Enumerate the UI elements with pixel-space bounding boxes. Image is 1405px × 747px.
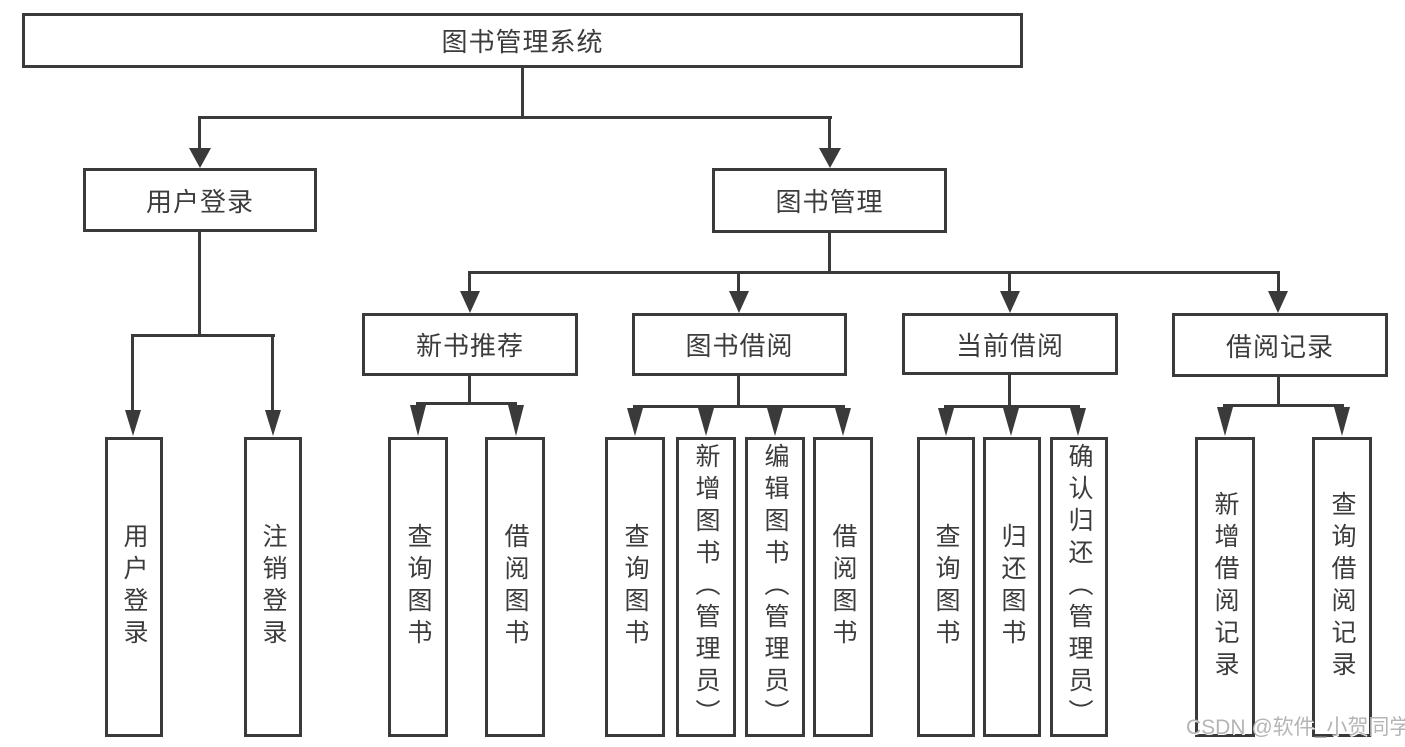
node-book-borrowing-label: 图书借阅 — [685, 331, 794, 361]
leaf-query-books-current-label: 查询图书 — [932, 523, 960, 651]
arrow-down-icon — [1334, 407, 1350, 436]
node-new-book-recommendation-label: 新书推荐 — [415, 331, 524, 361]
arrow-down-icon — [767, 408, 783, 436]
leaf-query-books-recommend: 查询图书 — [388, 437, 448, 737]
connector-line — [737, 376, 740, 407]
leaf-user-login-label: 用户登录 — [120, 523, 148, 651]
node-user-login-label: 用户登录 — [145, 186, 254, 217]
node-library-management-system: 图书管理系统 — [22, 13, 1023, 68]
arrow-down-icon — [125, 410, 141, 436]
leaf-user-login: 用户登录 — [105, 437, 163, 737]
node-book-management-label: 图书管理 — [775, 187, 884, 217]
leaf-return-books-label: 归还图书 — [998, 523, 1026, 651]
arrow-down-icon — [189, 148, 211, 168]
connector-line — [416, 402, 517, 405]
connector-line — [1277, 272, 1280, 292]
arrow-down-icon — [410, 405, 426, 436]
leaf-borrow-books-recommend-label: 借阅图书 — [501, 523, 529, 651]
arrow-down-icon — [819, 148, 841, 168]
connector-line — [828, 117, 831, 150]
arrow-down-icon — [265, 410, 281, 436]
connector-line — [1223, 404, 1344, 407]
connector-line — [737, 272, 740, 292]
leaf-add-borrow-record: 新增借阅记录 — [1195, 437, 1255, 737]
node-new-book-recommendation: 新书推荐 — [362, 313, 578, 376]
arrow-down-icon — [835, 408, 851, 436]
node-current-borrowing-label: 当前借阅 — [955, 330, 1064, 361]
connector-line — [198, 116, 832, 119]
leaf-logout-label: 注销登录 — [259, 523, 287, 651]
leaf-logout: 注销登录 — [244, 437, 302, 737]
leaf-query-books-recommend-label: 查询图书 — [404, 523, 432, 651]
node-borrowing-records-label: 借阅记录 — [1225, 331, 1334, 362]
connector-line — [521, 68, 524, 118]
leaf-query-books-borrow: 查询图书 — [605, 437, 665, 737]
connector-line — [468, 376, 471, 404]
connector-line — [468, 271, 1280, 274]
arrow-down-icon — [627, 408, 643, 436]
leaf-add-books-admin: 新增图书（管理员） — [676, 437, 736, 737]
connector-line — [828, 233, 831, 273]
arrow-down-icon — [1003, 408, 1019, 436]
leaf-confirm-return-admin-label: 确认归还（管理员） — [1065, 443, 1093, 731]
node-book-management: 图书管理 — [712, 168, 947, 233]
arrow-down-icon — [729, 291, 749, 313]
connector-line — [1008, 375, 1011, 407]
node-user-login: 用户登录 — [83, 168, 317, 232]
connector-line — [198, 117, 201, 150]
connector-line — [198, 232, 201, 336]
arrow-down-icon — [508, 405, 524, 436]
arrow-down-icon — [1217, 407, 1233, 436]
node-current-borrowing: 当前借阅 — [902, 313, 1118, 375]
arrow-down-icon — [1000, 291, 1020, 313]
leaf-borrow-books: 借阅图书 — [813, 437, 873, 737]
connector-line — [131, 335, 134, 411]
leaf-borrow-books-recommend: 借阅图书 — [485, 437, 545, 737]
connector-line — [271, 335, 274, 411]
arrow-down-icon — [1268, 291, 1288, 313]
leaf-query-books-borrow-label: 查询图书 — [621, 523, 649, 651]
leaf-edit-books-admin-label: 编辑图书（管理员） — [761, 443, 789, 731]
leaf-confirm-return-admin: 确认归还（管理员） — [1050, 437, 1108, 737]
leaf-query-borrow-record-label: 查询借阅记录 — [1328, 491, 1356, 683]
leaf-return-books: 归还图书 — [983, 437, 1041, 737]
leaf-query-borrow-record: 查询借阅记录 — [1312, 437, 1372, 737]
connector-line — [1277, 377, 1280, 406]
connector-line — [1008, 272, 1011, 292]
leaf-add-borrow-record-label: 新增借阅记录 — [1211, 491, 1239, 683]
arrow-down-icon — [698, 408, 714, 436]
leaf-add-books-admin-label: 新增图书（管理员） — [692, 443, 720, 731]
connector-line — [468, 272, 471, 292]
node-library-management-system-label: 图书管理系统 — [441, 27, 604, 57]
arrow-down-icon — [938, 408, 954, 436]
node-book-borrowing: 图书借阅 — [632, 313, 847, 376]
connector-line — [633, 405, 845, 408]
arrow-down-icon — [1070, 408, 1086, 436]
csdn-watermark: CSDN @软件_小贺同学 — [1186, 716, 1405, 739]
arrow-down-icon — [460, 291, 480, 313]
leaf-borrow-books-label: 借阅图书 — [829, 523, 857, 651]
connector-line — [131, 334, 275, 337]
leaf-query-books-current: 查询图书 — [917, 437, 975, 737]
leaf-edit-books-admin: 编辑图书（管理员） — [745, 437, 805, 737]
node-borrowing-records: 借阅记录 — [1172, 313, 1388, 377]
connector-line — [944, 405, 1080, 408]
